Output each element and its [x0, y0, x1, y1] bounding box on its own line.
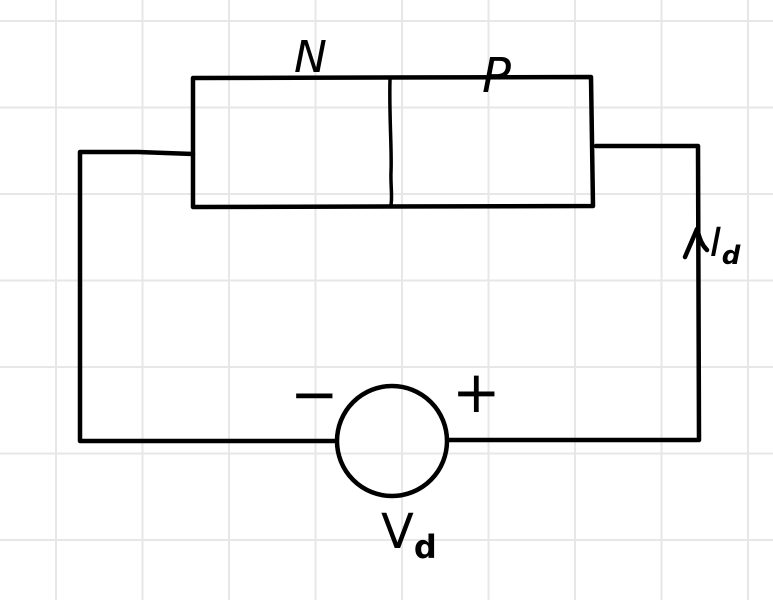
voltage-source-circle — [334, 383, 450, 499]
n-region-label: N — [294, 32, 327, 83]
current-arrow-icon — [682, 226, 710, 260]
pn-junction-body — [190, 74, 596, 210]
positive-terminal-label: + — [452, 358, 501, 426]
source-voltage-label: Vd — [381, 504, 437, 566]
right-wire — [445, 143, 702, 443]
negative-terminal-label: − — [290, 360, 339, 428]
junction-divider-line — [388, 77, 394, 207]
p-region-label: P — [482, 48, 511, 104]
current-label: Id — [710, 220, 741, 271]
left-wire — [77, 149, 339, 444]
